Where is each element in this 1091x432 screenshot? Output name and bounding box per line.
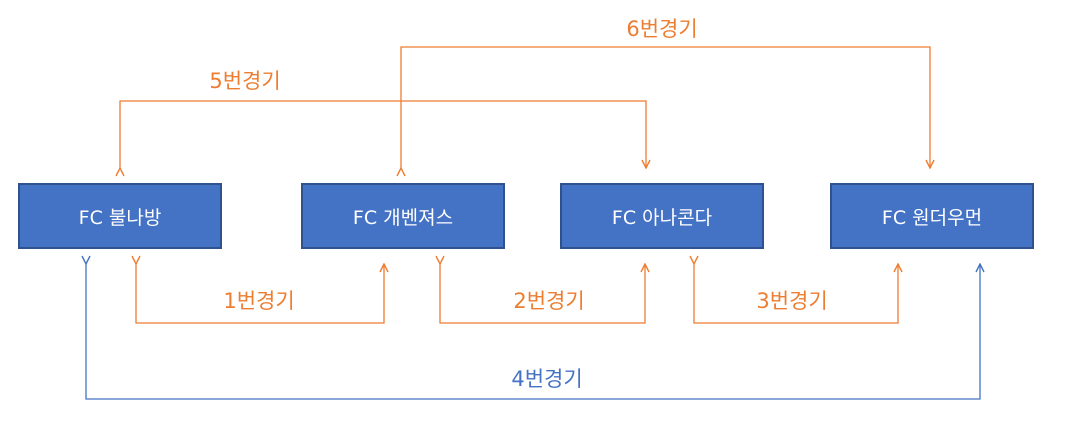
- match-6-connector: [401, 46, 930, 168]
- team-box-bulnabang: FC 불나방: [18, 183, 222, 249]
- team-label: FC 아나콘다: [611, 206, 713, 229]
- team-box-wonderwoman: FC 원더우먼: [830, 183, 1034, 249]
- match-3-connector: [694, 264, 898, 324]
- match-2-label: 2번경기: [513, 289, 585, 313]
- match-4-connector: [86, 264, 980, 400]
- match-1-connector: [136, 264, 384, 324]
- team-label: FC 원더우먼: [881, 206, 983, 229]
- match-5-label: 5번경기: [209, 69, 281, 93]
- team-box-anaconda: FC 아나콘다: [560, 183, 764, 249]
- team-box-gaevengers: FC 개벤져스: [301, 183, 505, 249]
- match-1-label: 1번경기: [223, 289, 295, 313]
- team-label: FC 불나방: [78, 206, 162, 229]
- team-label: FC 개벤져스: [352, 206, 454, 229]
- match-3-label: 3번경기: [756, 289, 828, 313]
- match-4-label: 4번경기: [511, 367, 583, 391]
- match-5-connector: [120, 100, 646, 168]
- match-6-label: 6번경기: [626, 17, 698, 41]
- match-2-connector: [440, 264, 645, 324]
